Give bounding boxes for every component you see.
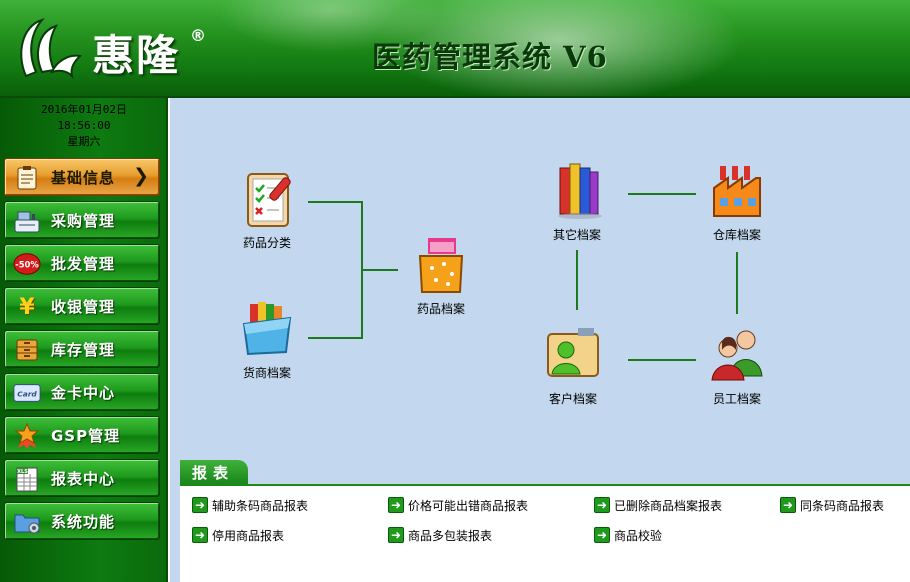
node-warehouse-archive[interactable]: 仓库档案: [692, 160, 782, 243]
time-text: 18:56:00: [57, 119, 111, 132]
main-content: 药品分类 货商档案 药品档案: [170, 98, 910, 582]
sidebar-item-purchase[interactable]: 采购管理: [4, 201, 160, 239]
brand-logo-text: 惠隆: [92, 31, 181, 80]
node-label: 货商档案: [242, 366, 291, 380]
report-link-price-error[interactable]: ➜ 价格可能出错商品报表: [388, 496, 528, 514]
node-label: 仓库档案: [712, 228, 761, 242]
yen-icon: ¥: [19, 294, 35, 320]
contact-card-icon: [542, 324, 604, 386]
card-badge-text: Card: [17, 390, 37, 399]
folder-gear-icon: [13, 509, 41, 535]
discount-tag-icon: -50%: [13, 251, 41, 277]
report-link-text: 商品多包装报表: [408, 528, 493, 543]
report-link-disabled-goods[interactable]: ➜ 停用商品报表: [192, 526, 284, 544]
people-icon: [706, 324, 768, 386]
sidebar: 2016年01月02日 18:56:00 星期六 基础信息 ❯ 采购管理 -50…: [0, 98, 168, 582]
report-link-aux-barcode[interactable]: ➜ 辅助条码商品报表: [192, 496, 308, 514]
sidebar-item-label: GSP管理: [51, 427, 121, 445]
arrow-right-icon: ➜: [388, 527, 404, 543]
sidebar-item-label: 金卡中心: [51, 384, 116, 402]
weekday-text: 星期六: [67, 135, 101, 148]
datetime-display: 2016年01月02日 18:56:00 星期六: [0, 102, 168, 150]
node-employee-archive[interactable]: 员工档案: [692, 324, 782, 407]
tab-reports[interactable]: 报表: [180, 460, 248, 486]
report-link-goods-check[interactable]: ➜ 商品校验: [594, 526, 662, 544]
report-link-text: 价格可能出错商品报表: [408, 498, 529, 513]
sidebar-item-wholesale[interactable]: -50% 批发管理: [4, 244, 160, 282]
arrow-right-icon: ➜: [388, 497, 404, 513]
arrow-right-icon: ➜: [594, 527, 610, 543]
arrow-right-icon: ➜: [594, 497, 610, 513]
sidebar-item-gsp[interactable]: GSP管理: [4, 416, 160, 454]
report-link-text: 同条码商品报表: [800, 498, 885, 513]
sidebar-item-label: 采购管理: [51, 212, 116, 230]
sidebar-item-label: 库存管理: [51, 341, 116, 359]
node-drug-category[interactable]: 药品分类: [222, 168, 312, 251]
sidebar-item-report-center[interactable]: XLS 报表中心: [4, 459, 160, 497]
report-link-text: 商品校验: [614, 528, 663, 543]
sidebar-item-basic-info[interactable]: 基础信息 ❯: [4, 158, 160, 196]
discount-badge-text: -50%: [15, 260, 39, 270]
report-panel: ➜ 辅助条码商品报表 ➜ 价格可能出错商品报表 ➜ 已删除商品档案报表 ➜ 同条…: [180, 484, 910, 582]
factory-icon: [706, 160, 768, 222]
node-label: 其它档案: [552, 228, 601, 242]
file-box-icon: [236, 298, 298, 360]
cash-register-icon: [13, 208, 41, 234]
report-link-multi-package[interactable]: ➜ 商品多包装报表: [388, 526, 492, 544]
clipboard-icon: [13, 165, 41, 191]
sidebar-item-gold-card[interactable]: Card 金卡中心: [4, 373, 160, 411]
node-label: 药品档案: [416, 302, 465, 316]
registered-mark: ®: [190, 26, 206, 45]
app-header: 惠隆 ® 医药管理系统 V6: [0, 0, 910, 98]
sidebar-item-label: 系统功能: [51, 513, 116, 531]
xls-badge-text: XLS: [17, 469, 28, 475]
card-icon: Card: [13, 380, 41, 406]
sidebar-item-system[interactable]: 系统功能: [4, 502, 160, 540]
cabinet-icon: [13, 337, 41, 363]
spreadsheet-icon: XLS: [13, 466, 41, 492]
node-label: 药品分类: [242, 236, 291, 250]
report-link-text: 停用商品报表: [212, 528, 285, 543]
checklist-icon: [236, 168, 298, 230]
node-label: 客户档案: [548, 392, 597, 406]
sidebar-item-label: 收银管理: [51, 298, 116, 316]
node-drug-archive[interactable]: 药品档案: [396, 234, 486, 317]
report-link-text: 辅助条码商品报表: [212, 498, 309, 513]
sidebar-item-inventory[interactable]: 库存管理: [4, 330, 160, 368]
date-text: 2016年01月02日: [41, 103, 127, 116]
sidebar-item-cashier[interactable]: ¥ 收银管理: [4, 287, 160, 325]
arrow-right-icon: ➜: [192, 527, 208, 543]
logo-mark-icon: [20, 18, 83, 80]
node-other-archive[interactable]: 其它档案: [532, 160, 622, 243]
sidebar-item-label: 基础信息: [51, 169, 116, 187]
arrow-right-icon: ➜: [780, 497, 796, 513]
system-title: 医药管理系统 V6: [372, 40, 608, 74]
node-supplier-archive[interactable]: 货商档案: [222, 298, 312, 381]
node-label: 员工档案: [712, 392, 761, 406]
chevron-right-icon: ❯: [133, 165, 149, 187]
report-link-text: 已删除商品档案报表: [614, 498, 723, 513]
sidebar-item-label: 报表中心: [51, 470, 116, 488]
books-icon: [546, 160, 608, 222]
archive-flow-diagram: [308, 193, 738, 361]
report-link-deleted-archive[interactable]: ➜ 已删除商品档案报表: [594, 496, 722, 514]
medicine-box-icon: [410, 234, 472, 296]
arrow-right-icon: ➜: [192, 497, 208, 513]
sidebar-item-label: 批发管理: [51, 255, 116, 273]
report-link-same-barcode[interactable]: ➜ 同条码商品报表: [780, 496, 884, 514]
medal-icon: [13, 423, 41, 449]
node-customer-archive[interactable]: 客户档案: [528, 324, 618, 407]
